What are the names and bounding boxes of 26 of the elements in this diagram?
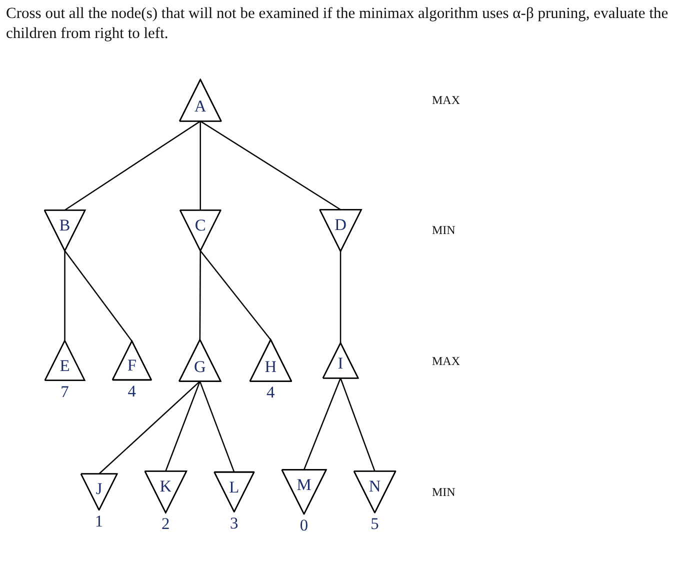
node-value: 2: [162, 514, 170, 534]
connector: [199, 381, 235, 472]
connector: [200, 121, 201, 210]
connector: [165, 381, 200, 472]
node-value: 3: [230, 513, 238, 532]
level-label: MIN: [432, 484, 456, 499]
node-value: 7: [60, 382, 69, 401]
node-value: 4: [266, 382, 275, 402]
connector: [340, 378, 376, 472]
connector: [64, 120, 201, 211]
level-label: MIN: [432, 223, 456, 238]
node-value: 0: [300, 516, 308, 535]
connector: [340, 251, 342, 343]
connector: [199, 250, 201, 340]
connector: [64, 250, 132, 342]
connector: [303, 378, 342, 470]
connector: [200, 120, 341, 210]
connector: [98, 380, 200, 474]
level-label: MAX: [432, 93, 460, 108]
question-text: Cross out all the node(s) that will not be examined if the minimax algorithm uses α-β pruning, evaluate the children from right to left.: [6, 4, 670, 44]
connector: [64, 250, 66, 341]
node-value: 1: [94, 511, 104, 530]
connector: [200, 250, 272, 340]
level-label: MAX: [432, 354, 460, 368]
node-value: 5: [370, 514, 379, 534]
node-value: 4: [128, 381, 136, 400]
